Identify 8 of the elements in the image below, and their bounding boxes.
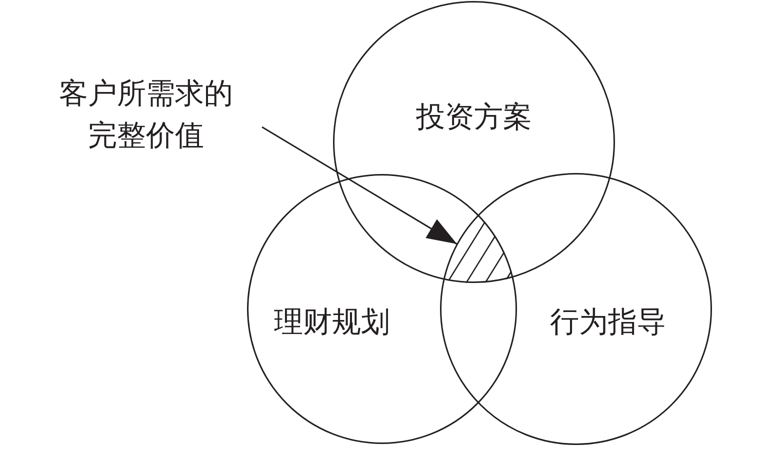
circle [247,174,517,444]
circle-label: 理财规划 [274,303,390,340]
leader-arrow [262,126,458,245]
circle [440,173,712,445]
circle-label: 行为指导 [550,303,666,340]
callout-text: 客户所需求的完整价值 [40,72,252,156]
circle-label: 投资方案 [416,98,532,136]
circle [333,1,615,283]
